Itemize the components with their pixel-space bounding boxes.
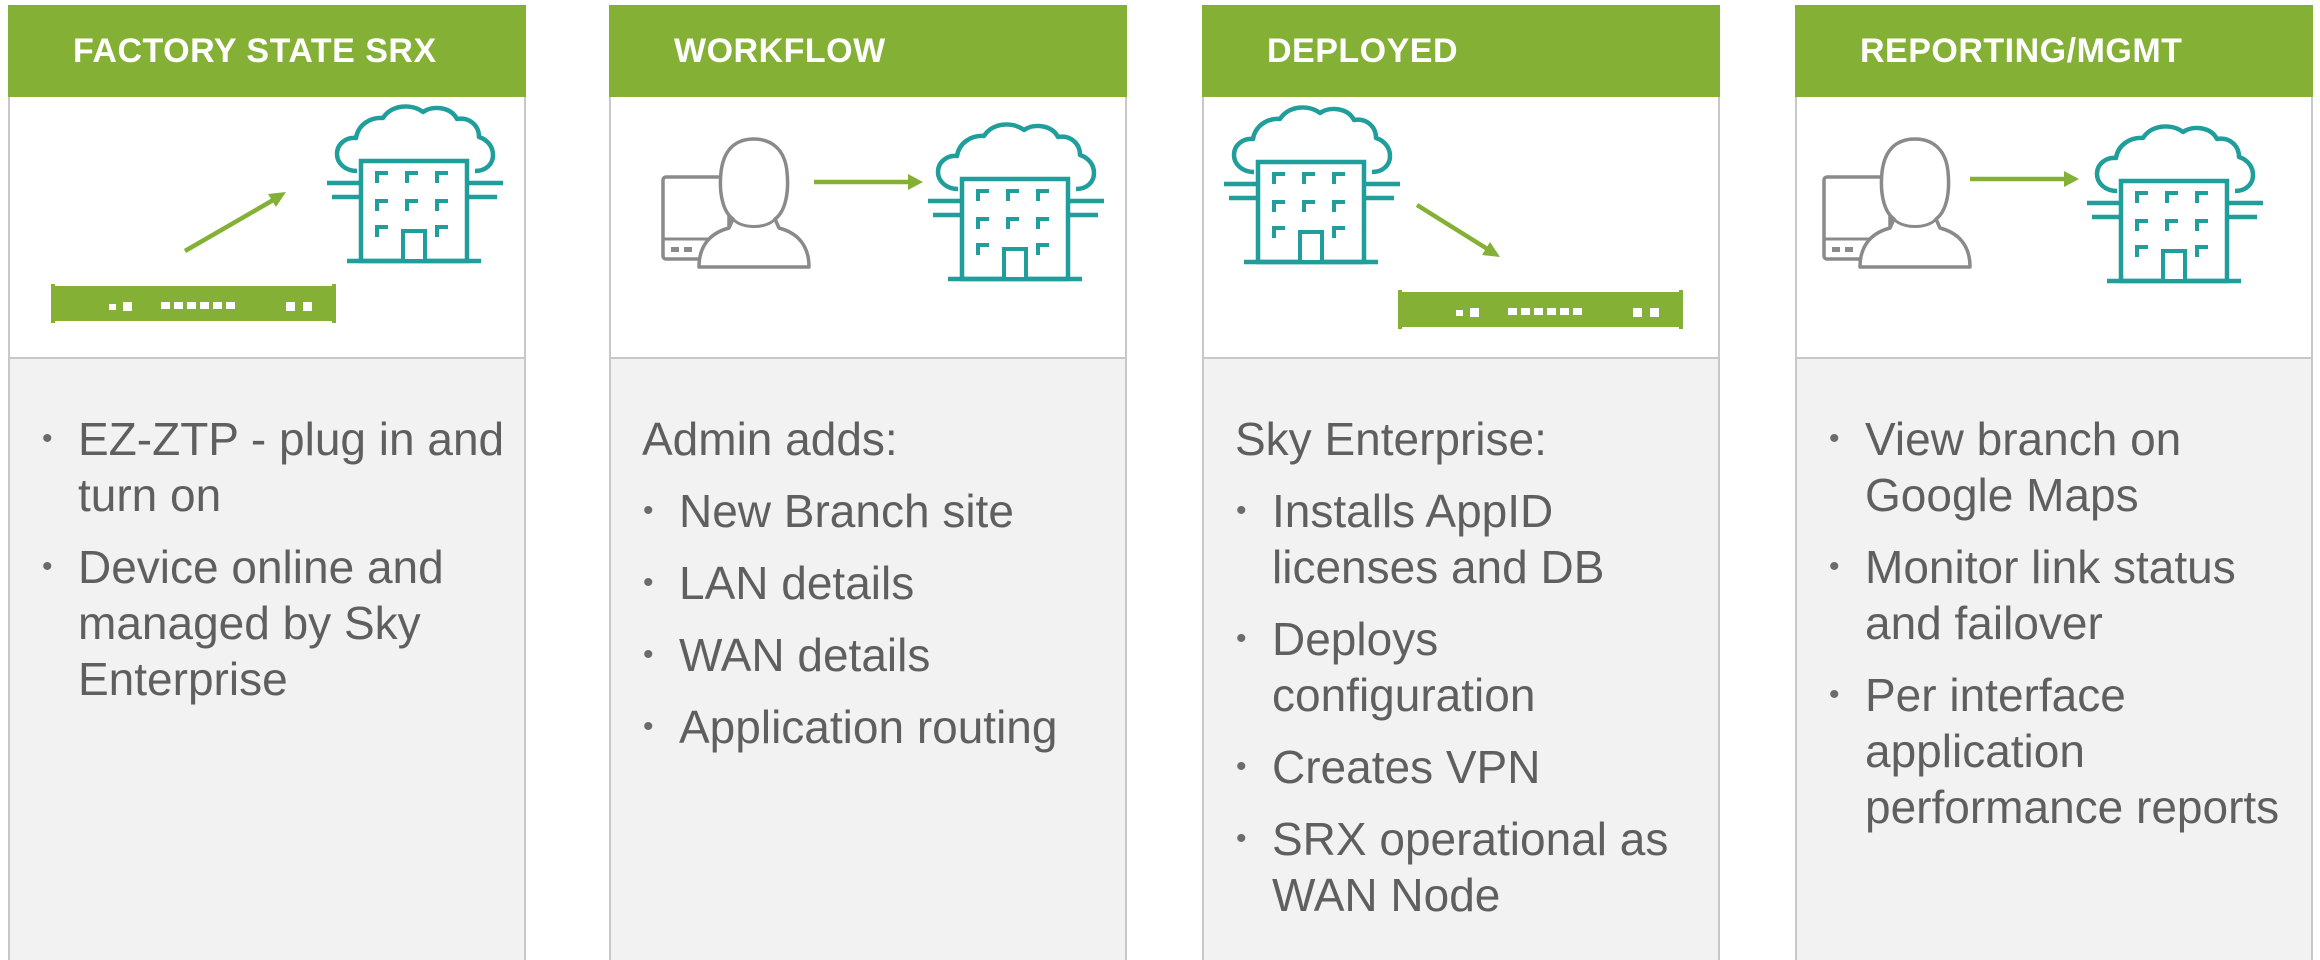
bullet-list: Installs AppID licenses and DB Deploys c… xyxy=(1204,483,1718,923)
list-item: Application routing xyxy=(643,699,1125,755)
panel-lead: Admin adds: xyxy=(642,413,898,465)
admin-user-icon xyxy=(661,137,811,269)
admin-user-icon xyxy=(1822,137,1972,269)
list-item: EZ-ZTP - plug in and turn on xyxy=(42,411,524,523)
list-item: New Branch site xyxy=(643,483,1125,539)
panel-lead: Sky Enterprise: xyxy=(1235,413,1547,465)
list-item: Monitor link status and failover xyxy=(1829,539,2311,651)
list-item: SRX operational as WAN Node xyxy=(1236,811,1718,923)
list-item: Deploys configuration xyxy=(1236,611,1718,723)
list-item: LAN details xyxy=(643,555,1125,611)
arrow-icon xyxy=(183,192,286,253)
panel-illustration xyxy=(1797,97,2311,359)
srx-device-icon xyxy=(51,284,336,323)
bullet-list: New Branch site LAN details WAN details … xyxy=(611,483,1125,755)
cloud-building-icon xyxy=(928,122,1104,282)
panel-description: EZ-ZTP - plug in and turn on Device onli… xyxy=(10,359,524,960)
list-item: View branch on Google Maps xyxy=(1829,411,2311,523)
list-item: WAN details xyxy=(643,627,1125,683)
cloud-building-icon xyxy=(327,104,503,264)
panel-factory-state: FACTORY STATE SRX xyxy=(8,5,526,960)
panel-title: REPORTING/MGMT xyxy=(1795,5,2313,97)
cloud-building-icon xyxy=(2087,124,2263,284)
panel-title: DEPLOYED xyxy=(1202,5,1720,97)
illustration-svg xyxy=(1224,105,1683,329)
arrow-icon xyxy=(1970,171,2079,187)
panel-illustration xyxy=(611,97,1125,359)
list-item: Installs AppID licenses and DB xyxy=(1236,483,1718,595)
arrow-icon xyxy=(1415,203,1500,257)
list-item: Device online and managed by Sky Enterpr… xyxy=(42,539,524,707)
panel-description: Admin adds: New Branch site LAN details … xyxy=(611,359,1125,960)
cloud-building-icon xyxy=(1224,105,1400,265)
panel-description: View branch on Google Maps Monitor link … xyxy=(1797,359,2311,960)
bullet-list: EZ-ZTP - plug in and turn on Device onli… xyxy=(10,411,524,707)
panel-illustration xyxy=(10,97,524,359)
panel-title: WORKFLOW xyxy=(609,5,1127,97)
list-item: Creates VPN xyxy=(1236,739,1718,795)
panel-workflow: WORKFLOW xyxy=(609,5,1127,960)
panel-description: Sky Enterprise: Installs AppID licenses … xyxy=(1204,359,1718,960)
srx-device-icon xyxy=(1398,290,1683,329)
panel-title: FACTORY STATE SRX xyxy=(8,5,526,97)
panel-reporting-mgmt: REPORTING/MGMT xyxy=(1795,5,2313,960)
illustration-svg xyxy=(51,104,503,323)
illustration-svg xyxy=(661,122,1104,282)
panel-deployed: DEPLOYED xyxy=(1202,5,1720,960)
arrow-icon xyxy=(814,174,923,190)
illustration-svg xyxy=(1822,124,2263,284)
bullet-list: View branch on Google Maps Monitor link … xyxy=(1797,411,2311,835)
panel-illustration xyxy=(1204,97,1718,359)
list-item: Per interface application performance re… xyxy=(1829,667,2311,835)
